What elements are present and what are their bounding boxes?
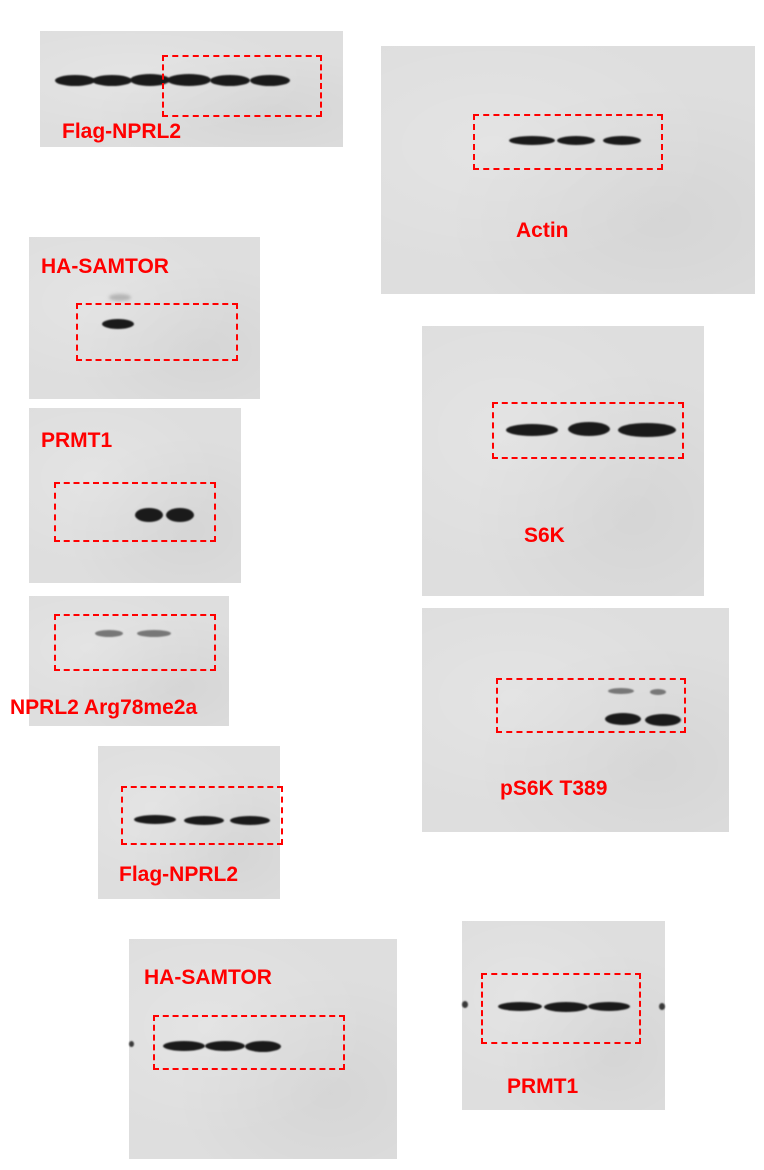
blot-label: PRMT1: [507, 1075, 579, 1098]
blot-label: Flag-NPRL2: [119, 863, 239, 886]
highlight-box: [153, 1015, 345, 1070]
blot-panel-flag-nprl2-bottom: Flag-NPRL2: [98, 746, 283, 899]
band: [509, 136, 555, 145]
blot-label: PRMT1: [41, 429, 113, 452]
band: [55, 75, 95, 86]
band: [498, 1002, 542, 1011]
blot-panel-flag-nprl2-top: Flag-NPRL2: [40, 31, 343, 147]
band: [102, 319, 134, 329]
highlight-box: [76, 303, 238, 361]
band: [659, 1003, 665, 1010]
band: [230, 816, 270, 825]
blot-panel-ha-samtor-top: HA-SAMTOR: [29, 237, 260, 399]
band: [568, 422, 610, 436]
highlight-box: [492, 402, 684, 459]
band: [544, 1002, 588, 1012]
highlight-box: [473, 114, 663, 170]
blot-label: S6K: [524, 524, 565, 547]
band: [163, 1041, 205, 1051]
band: [608, 688, 634, 694]
blot-label: pS6K T389: [500, 777, 608, 800]
band: [129, 1041, 134, 1047]
band: [137, 630, 171, 637]
band: [645, 714, 681, 726]
blot-panel-ha-samtor-bottom: HA-SAMTOR: [129, 939, 397, 1159]
blot-label: Flag-NPRL2: [62, 120, 182, 143]
band: [588, 1002, 630, 1011]
blot-label: NPRL2 Arg78me2a: [10, 696, 198, 719]
highlight-box: [481, 973, 641, 1044]
band: [506, 424, 558, 436]
band: [245, 1041, 281, 1052]
band: [605, 713, 641, 725]
highlight-box: [54, 614, 216, 671]
highlight-box: [496, 678, 686, 733]
blot-panel-actin: Actin: [381, 46, 755, 294]
highlight-box: [54, 482, 216, 542]
band: [462, 1001, 468, 1008]
band: [205, 1041, 245, 1051]
band: [95, 630, 123, 637]
band: [92, 75, 132, 86]
blot-label: Actin: [516, 219, 569, 242]
band: [650, 689, 666, 695]
blot-label: HA-SAMTOR: [41, 255, 169, 278]
band: [184, 816, 224, 825]
blot-panel-s6k: S6K: [422, 326, 704, 596]
blot-panel-prmt1-top: PRMT1: [29, 408, 241, 583]
blot-panel-nprl2-arg78me2a: [29, 596, 229, 726]
band: [250, 75, 290, 86]
band: [166, 508, 194, 522]
band: [130, 74, 170, 86]
band: [135, 508, 163, 522]
band: [557, 136, 595, 145]
band: [109, 294, 131, 301]
band: [618, 423, 676, 437]
band: [603, 136, 641, 145]
band: [210, 75, 250, 86]
blot-panel-ps6k-t389: pS6K T389: [422, 608, 729, 832]
blot-panel-prmt1-bottom: PRMT1: [462, 921, 665, 1110]
band: [134, 815, 176, 824]
highlight-box: [121, 786, 283, 845]
blot-label: HA-SAMTOR: [144, 966, 272, 989]
band: [167, 74, 211, 86]
highlight-box: [162, 55, 322, 117]
